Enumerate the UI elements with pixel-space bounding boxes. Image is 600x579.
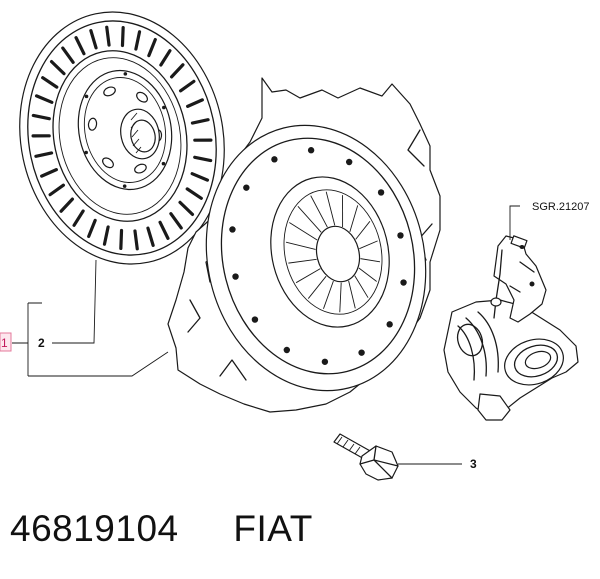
diaphragm-finger bbox=[360, 258, 381, 263]
cover-hole bbox=[400, 279, 407, 286]
friction-slot bbox=[119, 228, 124, 250]
friction-slot bbox=[48, 183, 65, 197]
friction-slot bbox=[61, 46, 75, 64]
friction-slot bbox=[185, 187, 203, 200]
disc-friction-slots bbox=[31, 25, 213, 251]
leader-lines bbox=[12, 205, 520, 465]
cover-hole bbox=[232, 273, 239, 280]
diaphragm-finger bbox=[310, 195, 328, 228]
diaphragm-finger bbox=[295, 268, 321, 284]
damper-spring bbox=[102, 157, 114, 169]
rivet-dot bbox=[84, 94, 89, 99]
diaphragm-finger bbox=[355, 221, 371, 240]
friction-slot bbox=[193, 155, 213, 163]
rivet-dot bbox=[123, 72, 128, 76]
reference-code-label: SGR.21207 bbox=[532, 201, 589, 213]
friction-slot bbox=[190, 172, 210, 182]
friction-slot bbox=[169, 63, 185, 79]
cover-hole bbox=[321, 358, 329, 365]
friction-slot bbox=[159, 49, 172, 67]
friction-slot bbox=[105, 25, 111, 47]
diaphragm-finger bbox=[339, 282, 342, 313]
rivet-dot bbox=[84, 150, 88, 155]
cover-hole bbox=[283, 346, 291, 354]
part-number: 46819104 bbox=[10, 508, 179, 549]
damper-spring bbox=[134, 163, 147, 174]
friction-slot bbox=[120, 26, 125, 48]
diaphragm-finger bbox=[349, 205, 359, 232]
cover-hole bbox=[307, 147, 315, 154]
diaphragm-finger bbox=[289, 222, 318, 241]
friction-slot bbox=[74, 36, 86, 56]
cover-hole bbox=[386, 321, 393, 328]
friction-slot bbox=[178, 200, 195, 216]
diaphragm-finger bbox=[307, 275, 327, 299]
pressure-plate bbox=[167, 77, 441, 413]
friction-slot bbox=[102, 225, 110, 246]
diaphragm-finger bbox=[359, 240, 378, 250]
friction-slot bbox=[133, 229, 139, 251]
callout-label-2: 2 bbox=[38, 336, 45, 350]
callout-label-1: 1 bbox=[1, 336, 8, 350]
part-footer: 46819104 FIAT bbox=[10, 508, 313, 550]
cover-hole bbox=[251, 316, 259, 323]
friction-slot bbox=[72, 209, 85, 227]
friction-slot bbox=[49, 60, 66, 76]
friction-slot bbox=[34, 94, 54, 104]
diaphragm-spring-fingers bbox=[285, 191, 381, 313]
release-bearing-slave-cylinder bbox=[443, 235, 579, 421]
diaphragm-finger bbox=[285, 241, 316, 250]
cover-hole bbox=[229, 226, 236, 233]
friction-slot bbox=[146, 226, 155, 247]
friction-slot bbox=[190, 118, 210, 125]
diaphragm-finger bbox=[323, 280, 334, 309]
callout-item-1-highlight[interactable]: 1 bbox=[0, 332, 12, 352]
friction-slot bbox=[59, 197, 75, 213]
cover-hole bbox=[271, 156, 278, 163]
friction-slot bbox=[34, 151, 54, 158]
cover-hole bbox=[243, 184, 250, 191]
diaphragm-finger bbox=[297, 206, 322, 233]
cover-hole bbox=[358, 349, 365, 356]
rivet-dot bbox=[162, 105, 166, 110]
friction-slot bbox=[41, 76, 59, 89]
diaphragm-finger bbox=[325, 191, 336, 226]
rivet-dot bbox=[161, 161, 166, 166]
friction-slot bbox=[158, 220, 170, 240]
diaphragm-finger bbox=[288, 258, 317, 264]
cover-bolt-holes bbox=[229, 147, 407, 365]
friction-slot bbox=[147, 37, 157, 58]
damper-spring bbox=[136, 91, 148, 103]
friction-slot bbox=[179, 79, 196, 93]
cover-hole bbox=[377, 189, 385, 196]
rivet-dot bbox=[122, 184, 127, 188]
friction-slot bbox=[186, 98, 204, 108]
cover-hole bbox=[397, 232, 404, 239]
friction-slot bbox=[89, 29, 98, 50]
mounting-bolt bbox=[333, 433, 399, 481]
friction-slot bbox=[31, 113, 51, 121]
friction-slot bbox=[169, 212, 183, 230]
diaphragm-finger bbox=[354, 275, 369, 298]
friction-slot bbox=[40, 168, 58, 178]
callout-label-3: 3 bbox=[470, 457, 477, 471]
damper-spring bbox=[103, 86, 116, 97]
cover-hole bbox=[345, 158, 353, 166]
friction-slot bbox=[134, 30, 142, 51]
diaphragm-finger bbox=[358, 267, 377, 282]
clutch-disc bbox=[19, 11, 225, 265]
diaphragm-finger bbox=[348, 280, 356, 309]
friction-slot bbox=[87, 218, 97, 239]
damper-spring bbox=[87, 117, 98, 131]
brand-name: FIAT bbox=[233, 508, 313, 549]
